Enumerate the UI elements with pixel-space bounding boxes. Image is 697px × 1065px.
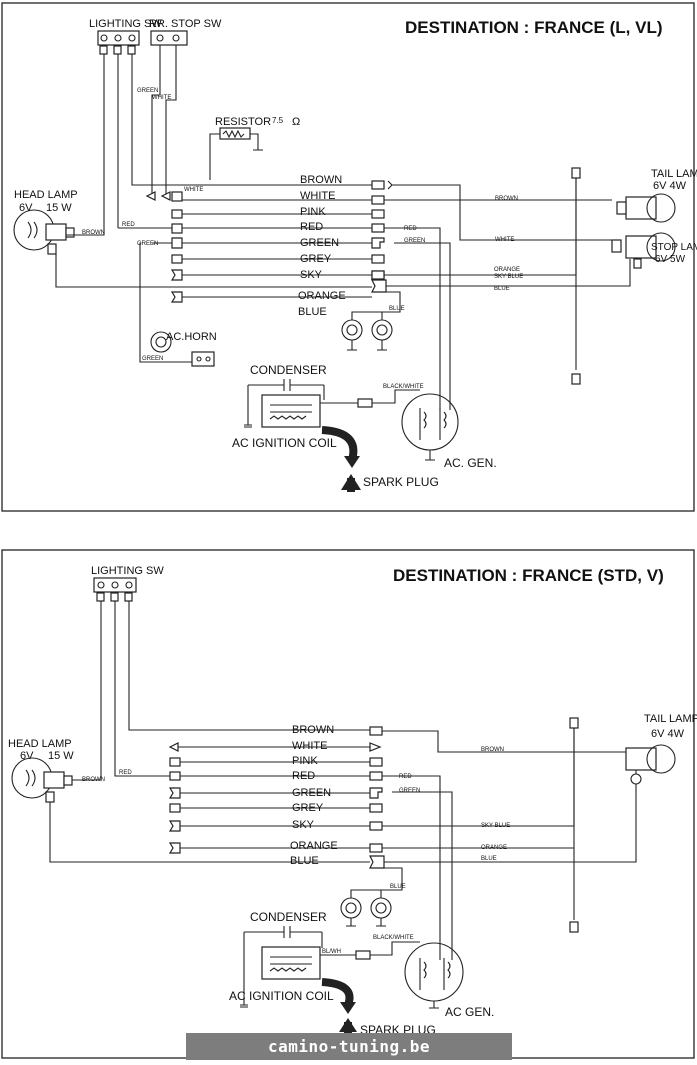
top-rear-stop-switch: RR. STOP SW [149, 18, 222, 46]
top-brown-head: BROWN [82, 230, 105, 236]
top-head-lamp-label: HEAD LAMP [14, 189, 78, 201]
bottom-title: DESTINATION : FRANCE (STD, V) [393, 566, 664, 585]
top-diagram-frame [1, 2, 695, 512]
bottom-diagram: DESTINATION : FRANCE (STD, V) LIGHTING S… [1, 549, 697, 1059]
top-wire-green: GREEN [300, 237, 339, 249]
top-green-right: GREEN [404, 238, 425, 244]
bottom-harness: BROWN BROWN WHITE PINK RED RED GREEN [49, 717, 637, 960]
top-spark-plug-label: SPARK PLUG [363, 475, 439, 489]
bottom-wire-red: RED [292, 770, 315, 782]
top-condenser-label: CONDENSER [250, 363, 327, 377]
top-ac-horn-label: AC.HORN [166, 331, 217, 343]
bottom-red-left: RED [119, 770, 132, 776]
bottom-black-white: BLACK/WHITE [373, 935, 414, 941]
bottom-wire-pink: PINK [292, 755, 318, 767]
top-stop-lamp-label: STOP LAMP [651, 242, 697, 253]
top-ignition-system: CONDENSER BLACK/WHITE AC IGNITION COIL S… [232, 363, 497, 492]
top-stop-lamp-spec: 6V 5W [655, 254, 686, 265]
bottom-brown-head: BROWN [82, 777, 105, 783]
top-rr-stop-sw-label: RR. STOP SW [149, 18, 222, 30]
bottom-head-lamp-label: HEAD LAMP [8, 738, 72, 750]
bottom-lighting-sw-label: LIGHTING SW [91, 565, 164, 577]
top-resistor-value: 7.5 [272, 116, 284, 125]
top-white-conn: WHITE [184, 187, 203, 193]
top-resistor-label: RESISTOR [215, 116, 271, 128]
top-red-left: RED [122, 222, 135, 228]
bottom-wire-orange: ORANGE [290, 840, 338, 852]
bottom-indicator-bulbs: BLUE [340, 867, 406, 927]
top-wire-grey: GREY [300, 253, 332, 265]
top-wire-orange: ORANGE [298, 290, 346, 302]
bottom-condenser-label: CONDENSER [250, 910, 327, 924]
bottom-lighting-switch: LIGHTING SW [91, 565, 164, 602]
bottom-blue-bulb: BLUE [390, 884, 406, 890]
bottom-wire-blue: BLUE [290, 855, 319, 867]
top-black-white: BLACK/WHITE [383, 384, 424, 390]
top-sky-blue: SKY BLUE [494, 274, 523, 280]
bottom-wire-brown: BROWN [292, 724, 334, 736]
top-blue-bulb: BLUE [389, 306, 405, 312]
top-resistor: RESISTOR 7.5 Ω [209, 116, 300, 180]
top-brown-tail: BROWN [495, 196, 518, 202]
top-wire-red: RED [300, 221, 323, 233]
bottom-bl-wh: BL/WH [322, 949, 341, 955]
top-ac-gen-label: AC. GEN. [444, 456, 497, 470]
bottom-red-right: RED [399, 774, 412, 780]
top-ac-horn: AC.HORN GREEN [139, 243, 217, 367]
top-wire-pink: PINK [300, 206, 326, 218]
top-white-sw-label: WHITE [152, 95, 171, 101]
top-red-right: RED [404, 226, 417, 232]
top-wire-sky: SKY [300, 269, 323, 281]
bottom-head-lamp-v: 6V [20, 750, 34, 762]
bottom-tail-lamp: TAIL LAMP 6V 4W [625, 713, 697, 785]
top-wire-blue: BLUE [298, 306, 327, 318]
bottom-wire-grey: GREY [292, 802, 324, 814]
bottom-orange: ORANGE [481, 845, 507, 851]
bottom-wire-green: GREEN [292, 787, 331, 799]
bottom-head-lamp: HEAD LAMP 6V 15 W [8, 738, 74, 803]
bottom-green-right: GREEN [399, 788, 420, 794]
top-lighting-sw-label: LIGHTING SW [89, 18, 162, 30]
top-tail-lamp-spec: 6V 4W [653, 180, 687, 192]
site-watermark: camino-tuning.be [186, 1033, 512, 1060]
bottom-ignition-coil-label: AC IGNITION COIL [229, 989, 334, 1003]
bottom-tail-lamp-label: TAIL LAMP [644, 713, 697, 725]
top-blue: BLUE [494, 286, 510, 292]
bottom-head-lamp-w: 15 W [48, 750, 74, 762]
top-green-horn: GREEN [142, 356, 163, 362]
top-wire-white: WHITE [300, 190, 335, 202]
top-wire-brown: BROWN [300, 174, 342, 186]
bottom-tail-lamp-spec: 6V 4W [651, 728, 685, 740]
top-title: DESTINATION : FRANCE (L, VL) [405, 18, 663, 37]
top-white-tail: WHITE [495, 237, 514, 243]
top-lighting-switch: LIGHTING SW [89, 18, 162, 55]
bottom-sky-blue: SKY BLUE [481, 823, 510, 829]
top-head-lamp-w: 15 W [46, 202, 72, 214]
top-diagram: DESTINATION : FRANCE (L, VL) LIGHTING SW… [1, 2, 697, 512]
bottom-wire-sky: SKY [292, 819, 315, 831]
bottom-diagram-frame [1, 549, 695, 1059]
bottom-blue: BLUE [481, 856, 497, 862]
top-resistor-ohm: Ω [292, 116, 300, 128]
top-orange: ORANGE [494, 267, 520, 273]
top-tail-stop-lamp: TAIL LAMP 6V 4W STOP LAMP 6V 5W [611, 168, 697, 269]
bottom-wire-white: WHITE [292, 740, 327, 752]
bottom-ac-gen-label: AC GEN. [445, 1005, 494, 1019]
bottom-ignition-system: CONDENSER BL/WH BLACK/WHITE AC IGNITION … [229, 910, 494, 1037]
top-green-sw-label: GREEN [137, 88, 158, 94]
top-harness: BROWN BROWN WHITE WHITE WHITE PINK RED [55, 167, 631, 410]
top-green-left: GREEN [137, 241, 158, 247]
top-indicator-bulbs: BLUE [341, 291, 405, 351]
top-ignition-coil-label: AC IGNITION COIL [232, 436, 337, 450]
top-head-lamp: HEAD LAMP 6V 15 W [13, 189, 78, 255]
bottom-brown-tail: BROWN [481, 747, 504, 753]
top-tail-lamp-label: TAIL LAMP [651, 168, 697, 180]
